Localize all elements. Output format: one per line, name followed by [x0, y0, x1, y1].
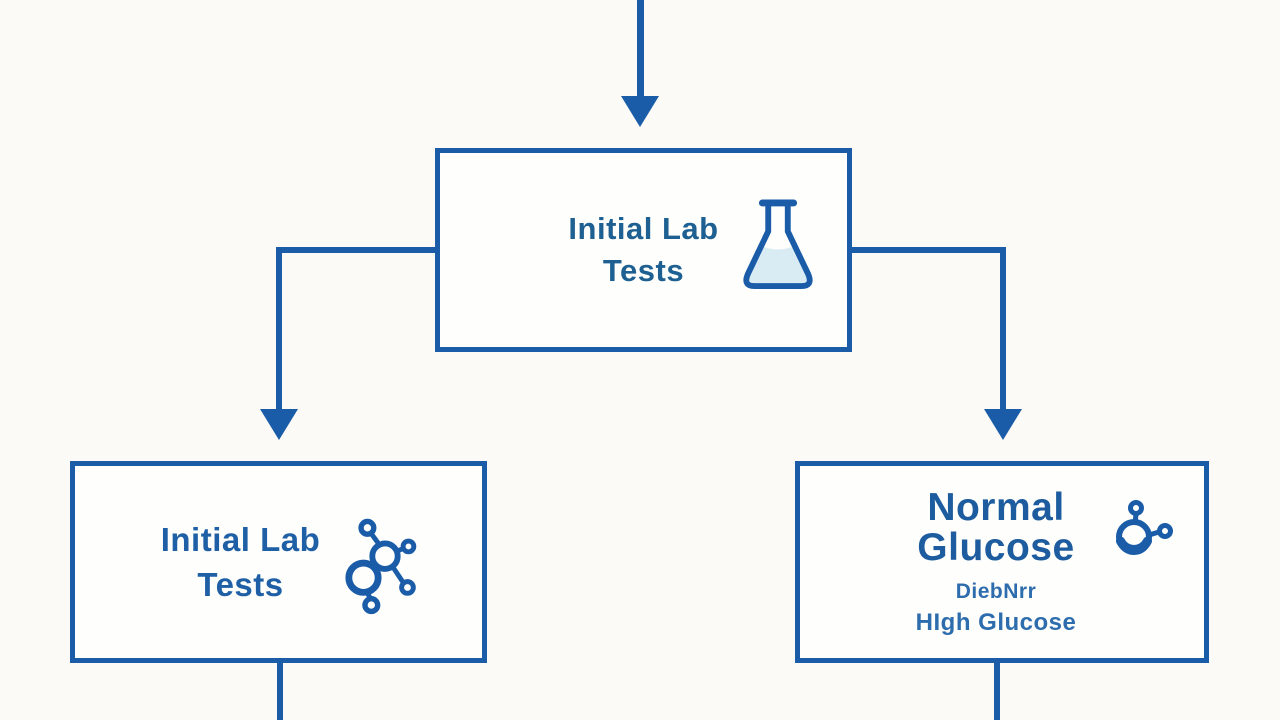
arrowhead-down-icon: [984, 409, 1022, 440]
molecule-icon: [345, 518, 417, 615]
node-normal-glucose: Normal Glucose DiebNrr HIgh Glucose: [795, 461, 1209, 663]
connector-right-branch-vertical: [1000, 247, 1006, 413]
node-label-line2: Tests: [197, 566, 284, 603]
node-label-line2: Glucose: [917, 525, 1075, 569]
node-initial-lab-tests-top: Initial Lab Tests: [435, 148, 852, 352]
node-sublabel-1: DiebNrr: [955, 579, 1037, 603]
node-label-line2: Tests: [602, 253, 685, 288]
glucose-molecule-icon: [1116, 500, 1173, 555]
node-label: Initial Lab Tests: [37, 466, 444, 658]
arrowhead-down-icon: [621, 96, 659, 127]
node-label-line1: Initial Lab: [568, 211, 719, 246]
node-sublabel-2: HIgh Glucose: [915, 608, 1077, 636]
connector-right-node-exit: [994, 660, 1000, 720]
connector-left-branch-vertical: [276, 247, 282, 413]
node-initial-lab-tests-left: Initial Lab Tests: [70, 461, 487, 663]
node-label-line1: Normal: [927, 485, 1065, 529]
connector-left-branch-horizontal: [276, 247, 437, 253]
node-label: Normal Glucose DiebNrr HIgh Glucose: [794, 466, 1198, 658]
connector-top-arrow-line: [637, 0, 644, 99]
flask-icon: [743, 199, 813, 289]
node-label: Initial Lab Tests: [440, 153, 847, 347]
node-label-line1: Initial Lab: [160, 521, 321, 558]
connector-right-branch-horizontal: [849, 247, 1006, 253]
connector-left-node-exit: [277, 660, 283, 720]
arrowhead-down-icon: [260, 409, 298, 440]
